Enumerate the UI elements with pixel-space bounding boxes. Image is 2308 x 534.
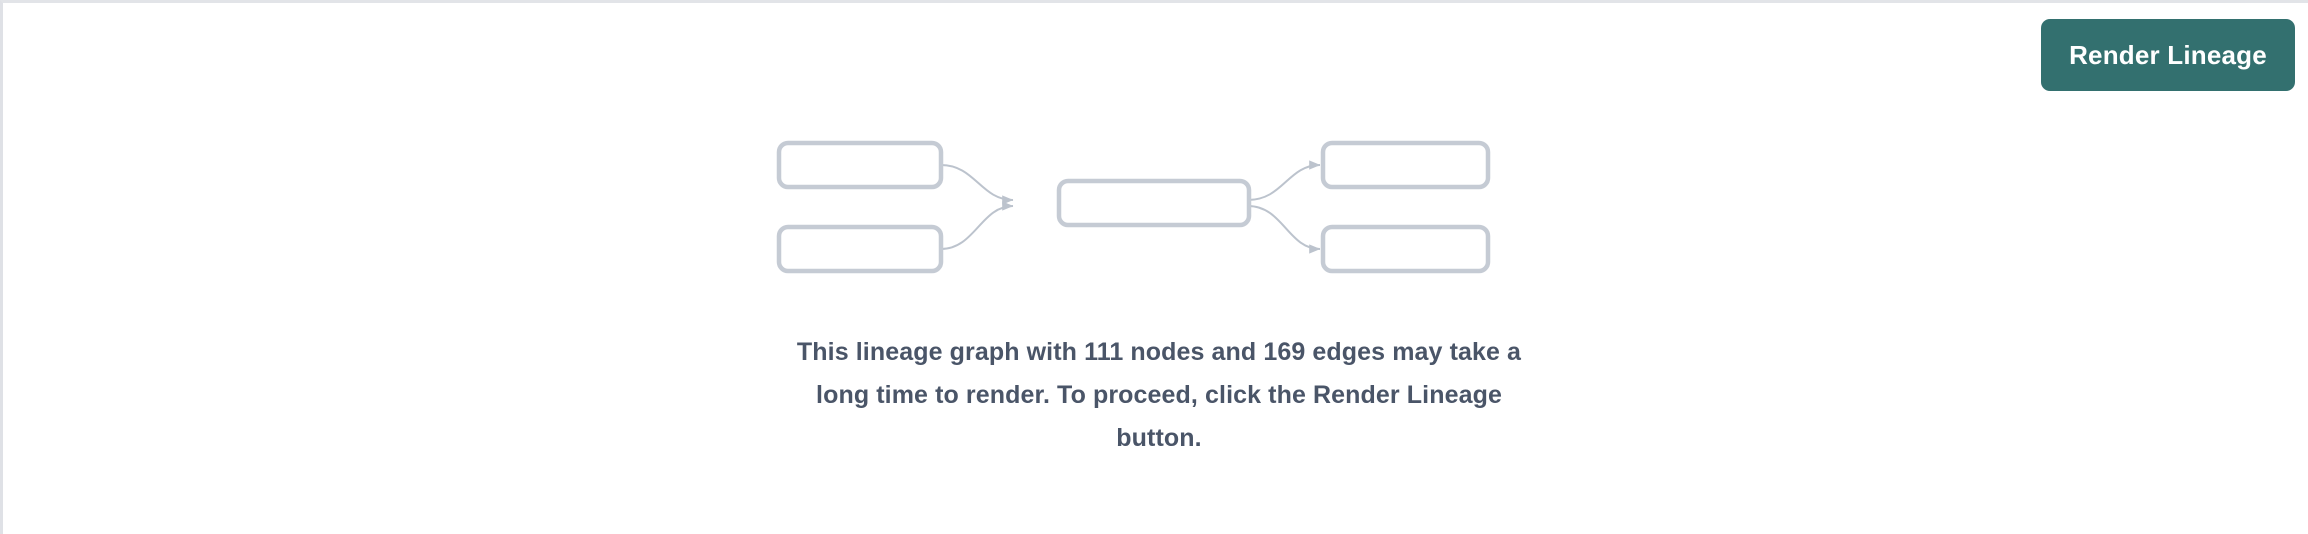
edge-focus-to-downstream-1 — [1247, 160, 1321, 201]
lineage-node-downstream-2[interactable] — [1320, 224, 1491, 274]
lineage-warning-message: This lineage graph with 111 nodes and 16… — [796, 338, 1522, 452]
lineage-node-upstream-2[interactable] — [776, 224, 944, 274]
lineage-placeholder-svg — [776, 140, 1491, 274]
lineage-edge-group — [940, 160, 1321, 254]
edge-focus-to-downstream-2 — [1247, 205, 1321, 254]
lineage-node-upstream-1[interactable] — [776, 140, 944, 190]
lineage-node-group — [776, 140, 1491, 274]
lineage-node-focus[interactable] — [1056, 178, 1252, 228]
edge-upstream-1-to-focus — [940, 164, 1014, 205]
edge-upstream-2-to-focus — [940, 201, 1014, 250]
lineage-node-downstream-1[interactable] — [1320, 140, 1491, 190]
render-lineage-button[interactable]: Render Lineage — [2041, 19, 2295, 91]
